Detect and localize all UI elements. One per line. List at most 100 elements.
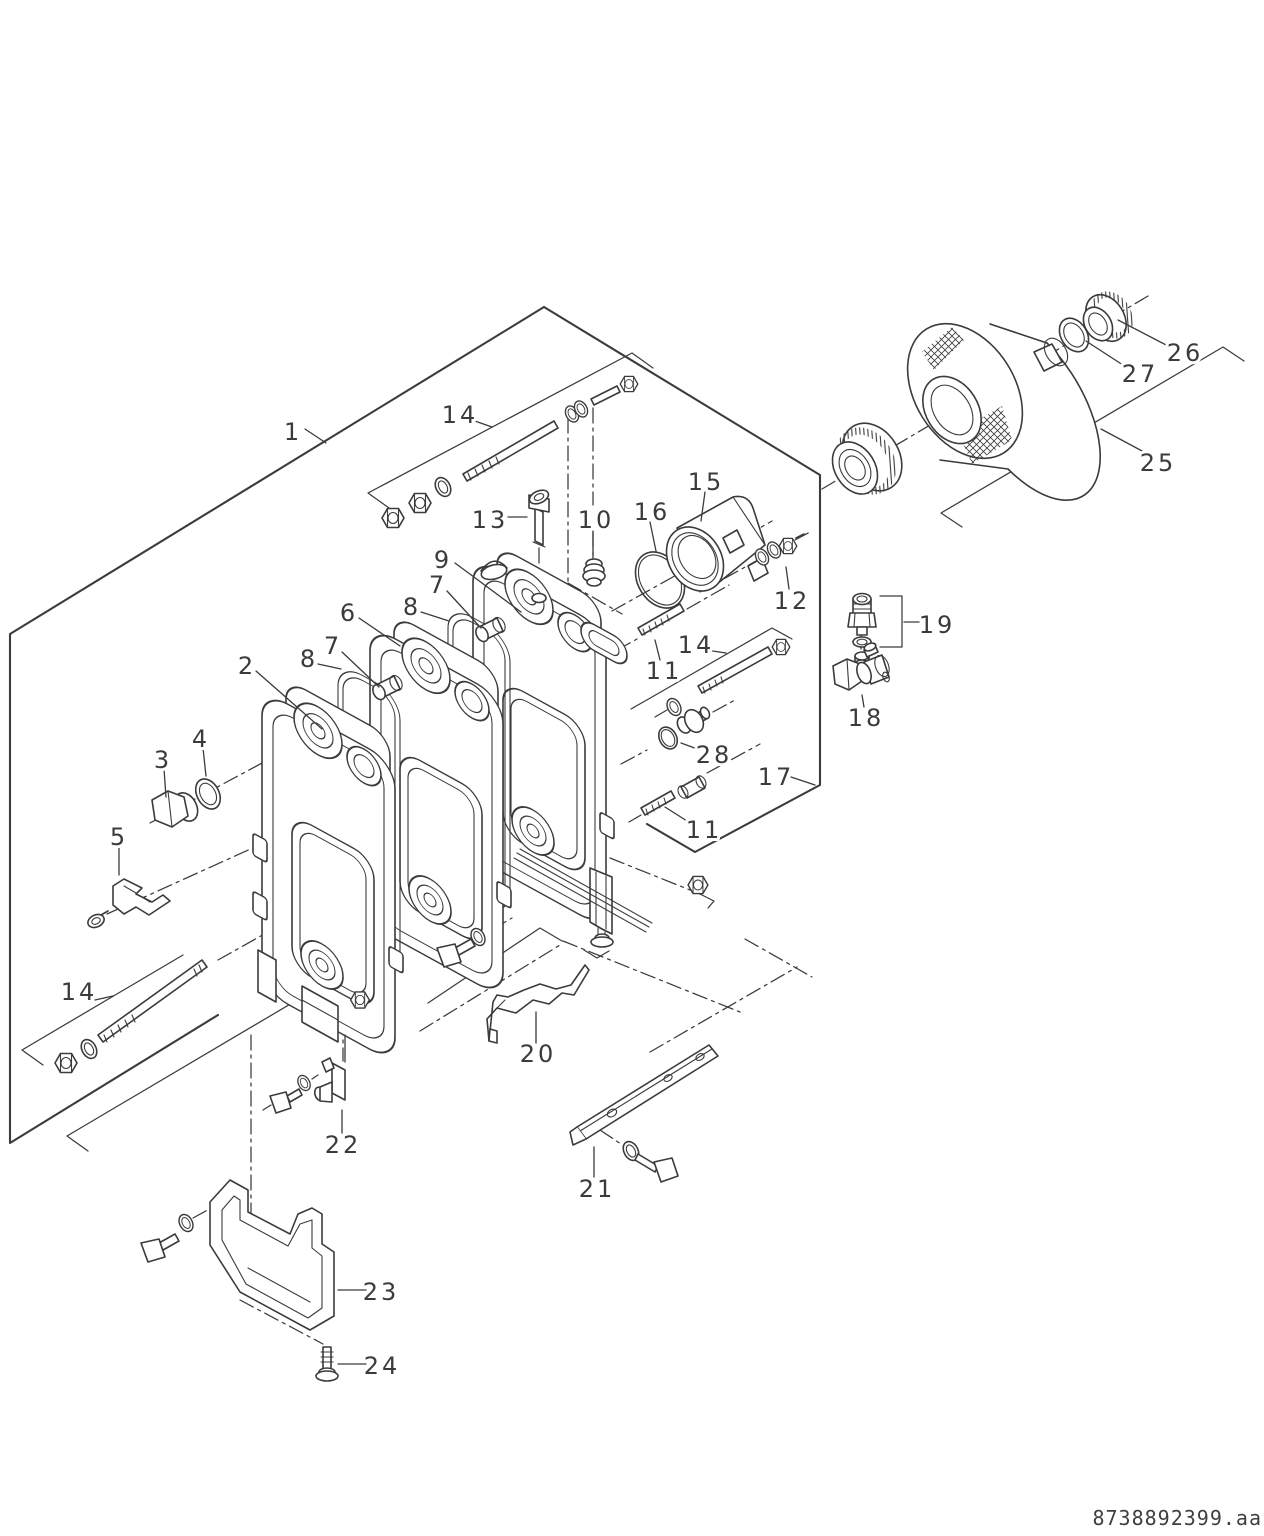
cap-9: [480, 560, 508, 581]
mounting-panel-part-1: [8, 305, 822, 1145]
hx-feet: [257, 949, 339, 1043]
leader-26: [1117, 319, 1171, 348]
callout-16: 16: [634, 498, 671, 526]
expansion-tank-25: [831, 291, 1133, 501]
leader-25: [1100, 428, 1145, 453]
baffle-20: [486, 964, 590, 1044]
clip-5: [87, 878, 171, 929]
callout-2: 2: [238, 652, 256, 680]
nut: [687, 875, 709, 895]
tank-body: [906, 322, 1102, 501]
baffle-bolt: [436, 925, 489, 968]
callout-1: 1: [284, 418, 302, 446]
tie-bolt-14-bottom: [54, 959, 208, 1074]
leader-7: [446, 590, 482, 629]
leader-8: [317, 663, 342, 670]
leader-15: [700, 491, 706, 522]
bracket-23-bolt: [140, 1211, 197, 1263]
leader-9: [454, 562, 522, 613]
callout-3: 3: [154, 746, 172, 774]
leader-14: [705, 649, 727, 654]
callout-17: 17: [758, 763, 795, 791]
leader-1: [304, 428, 327, 444]
callout-28: 28: [696, 741, 733, 769]
callout-7: 7: [429, 571, 447, 599]
callout-4: 4: [192, 725, 210, 753]
drawing-number: 8738892399.aa: [1092, 1506, 1262, 1530]
leader-3: [163, 768, 167, 798]
callout-26: 26: [1167, 339, 1204, 367]
clip-5-screw: [87, 910, 109, 929]
leader-12: [785, 566, 790, 590]
callout-27: 27: [1122, 360, 1159, 388]
tie-bolt-14-top: [381, 375, 639, 529]
washer-4: [194, 778, 222, 810]
bracket-23: [140, 1179, 339, 1382]
leader-2: [255, 670, 323, 730]
rail-21: [569, 1044, 719, 1183]
callout-15: 15: [688, 468, 725, 496]
leader-28: [680, 742, 701, 751]
callout-11: 11: [646, 657, 683, 685]
callout-22: 22: [325, 1131, 362, 1159]
callout-12: 12: [774, 587, 811, 615]
connector-cap-15: [665, 495, 769, 592]
callout-7: 7: [324, 632, 342, 660]
callout-25: 25: [1140, 449, 1177, 477]
leader-14: [94, 995, 114, 1001]
callout-13: 13: [472, 506, 509, 534]
callout-21: 21: [579, 1175, 616, 1203]
stud-11-upper: [637, 603, 685, 636]
callout-9: 9: [434, 546, 452, 574]
leader-11: [664, 806, 688, 822]
hx-leg: [589, 867, 614, 948]
leader-16: [649, 521, 657, 552]
valve-group-17: [640, 706, 711, 816]
piston-sleeve: [680, 776, 706, 799]
leader-7: [341, 651, 380, 688]
leader-17: [790, 776, 816, 786]
callout-14: 14: [678, 631, 715, 659]
callout-layer: 1234567897810111112131414141516171819202…: [58, 319, 1204, 1383]
plug-3: [151, 790, 199, 828]
bolt-13-hole: [531, 592, 547, 604]
callout-18: 18: [848, 704, 885, 732]
leader-27: [1085, 340, 1127, 368]
tank-left-cap: [831, 422, 903, 495]
rail-21-bolt: [619, 1138, 679, 1183]
screws-12: [752, 533, 805, 568]
grommet-10: [582, 558, 606, 587]
bracket-22-bolt: [269, 1072, 314, 1114]
callout-6: 6: [340, 599, 358, 627]
cap-26: [1082, 291, 1133, 343]
leader-18: [861, 694, 865, 708]
leader-8: [420, 611, 450, 622]
fitting-18: [832, 642, 890, 691]
bracket-22: [269, 1034, 346, 1114]
callout-20: 20: [520, 1040, 557, 1068]
manifold-lines: [513, 848, 653, 933]
washer-27: [1058, 317, 1090, 353]
screw-24: [315, 1346, 339, 1382]
callout-23: 23: [363, 1278, 400, 1306]
hx-section-9-tab: [580, 621, 628, 665]
callout-10: 10: [578, 506, 615, 534]
callout-24: 24: [364, 1352, 401, 1380]
nut: [349, 991, 371, 1009]
callout-14: 14: [61, 978, 98, 1006]
leader-14: [471, 419, 493, 428]
callout-8: 8: [403, 593, 421, 621]
leader-6: [358, 617, 401, 647]
callout-19: 19: [919, 611, 956, 639]
leader-4: [202, 747, 207, 777]
bolt-14-middle: [663, 638, 791, 719]
callout-8: 8: [300, 645, 318, 673]
bolt-13: [528, 489, 550, 548]
heat-exchanger-stack: [252, 526, 709, 1069]
leader-11: [654, 639, 661, 661]
callout-5: 5: [110, 823, 128, 851]
callout-14: 14: [442, 401, 479, 429]
fitting-19: [847, 592, 877, 669]
